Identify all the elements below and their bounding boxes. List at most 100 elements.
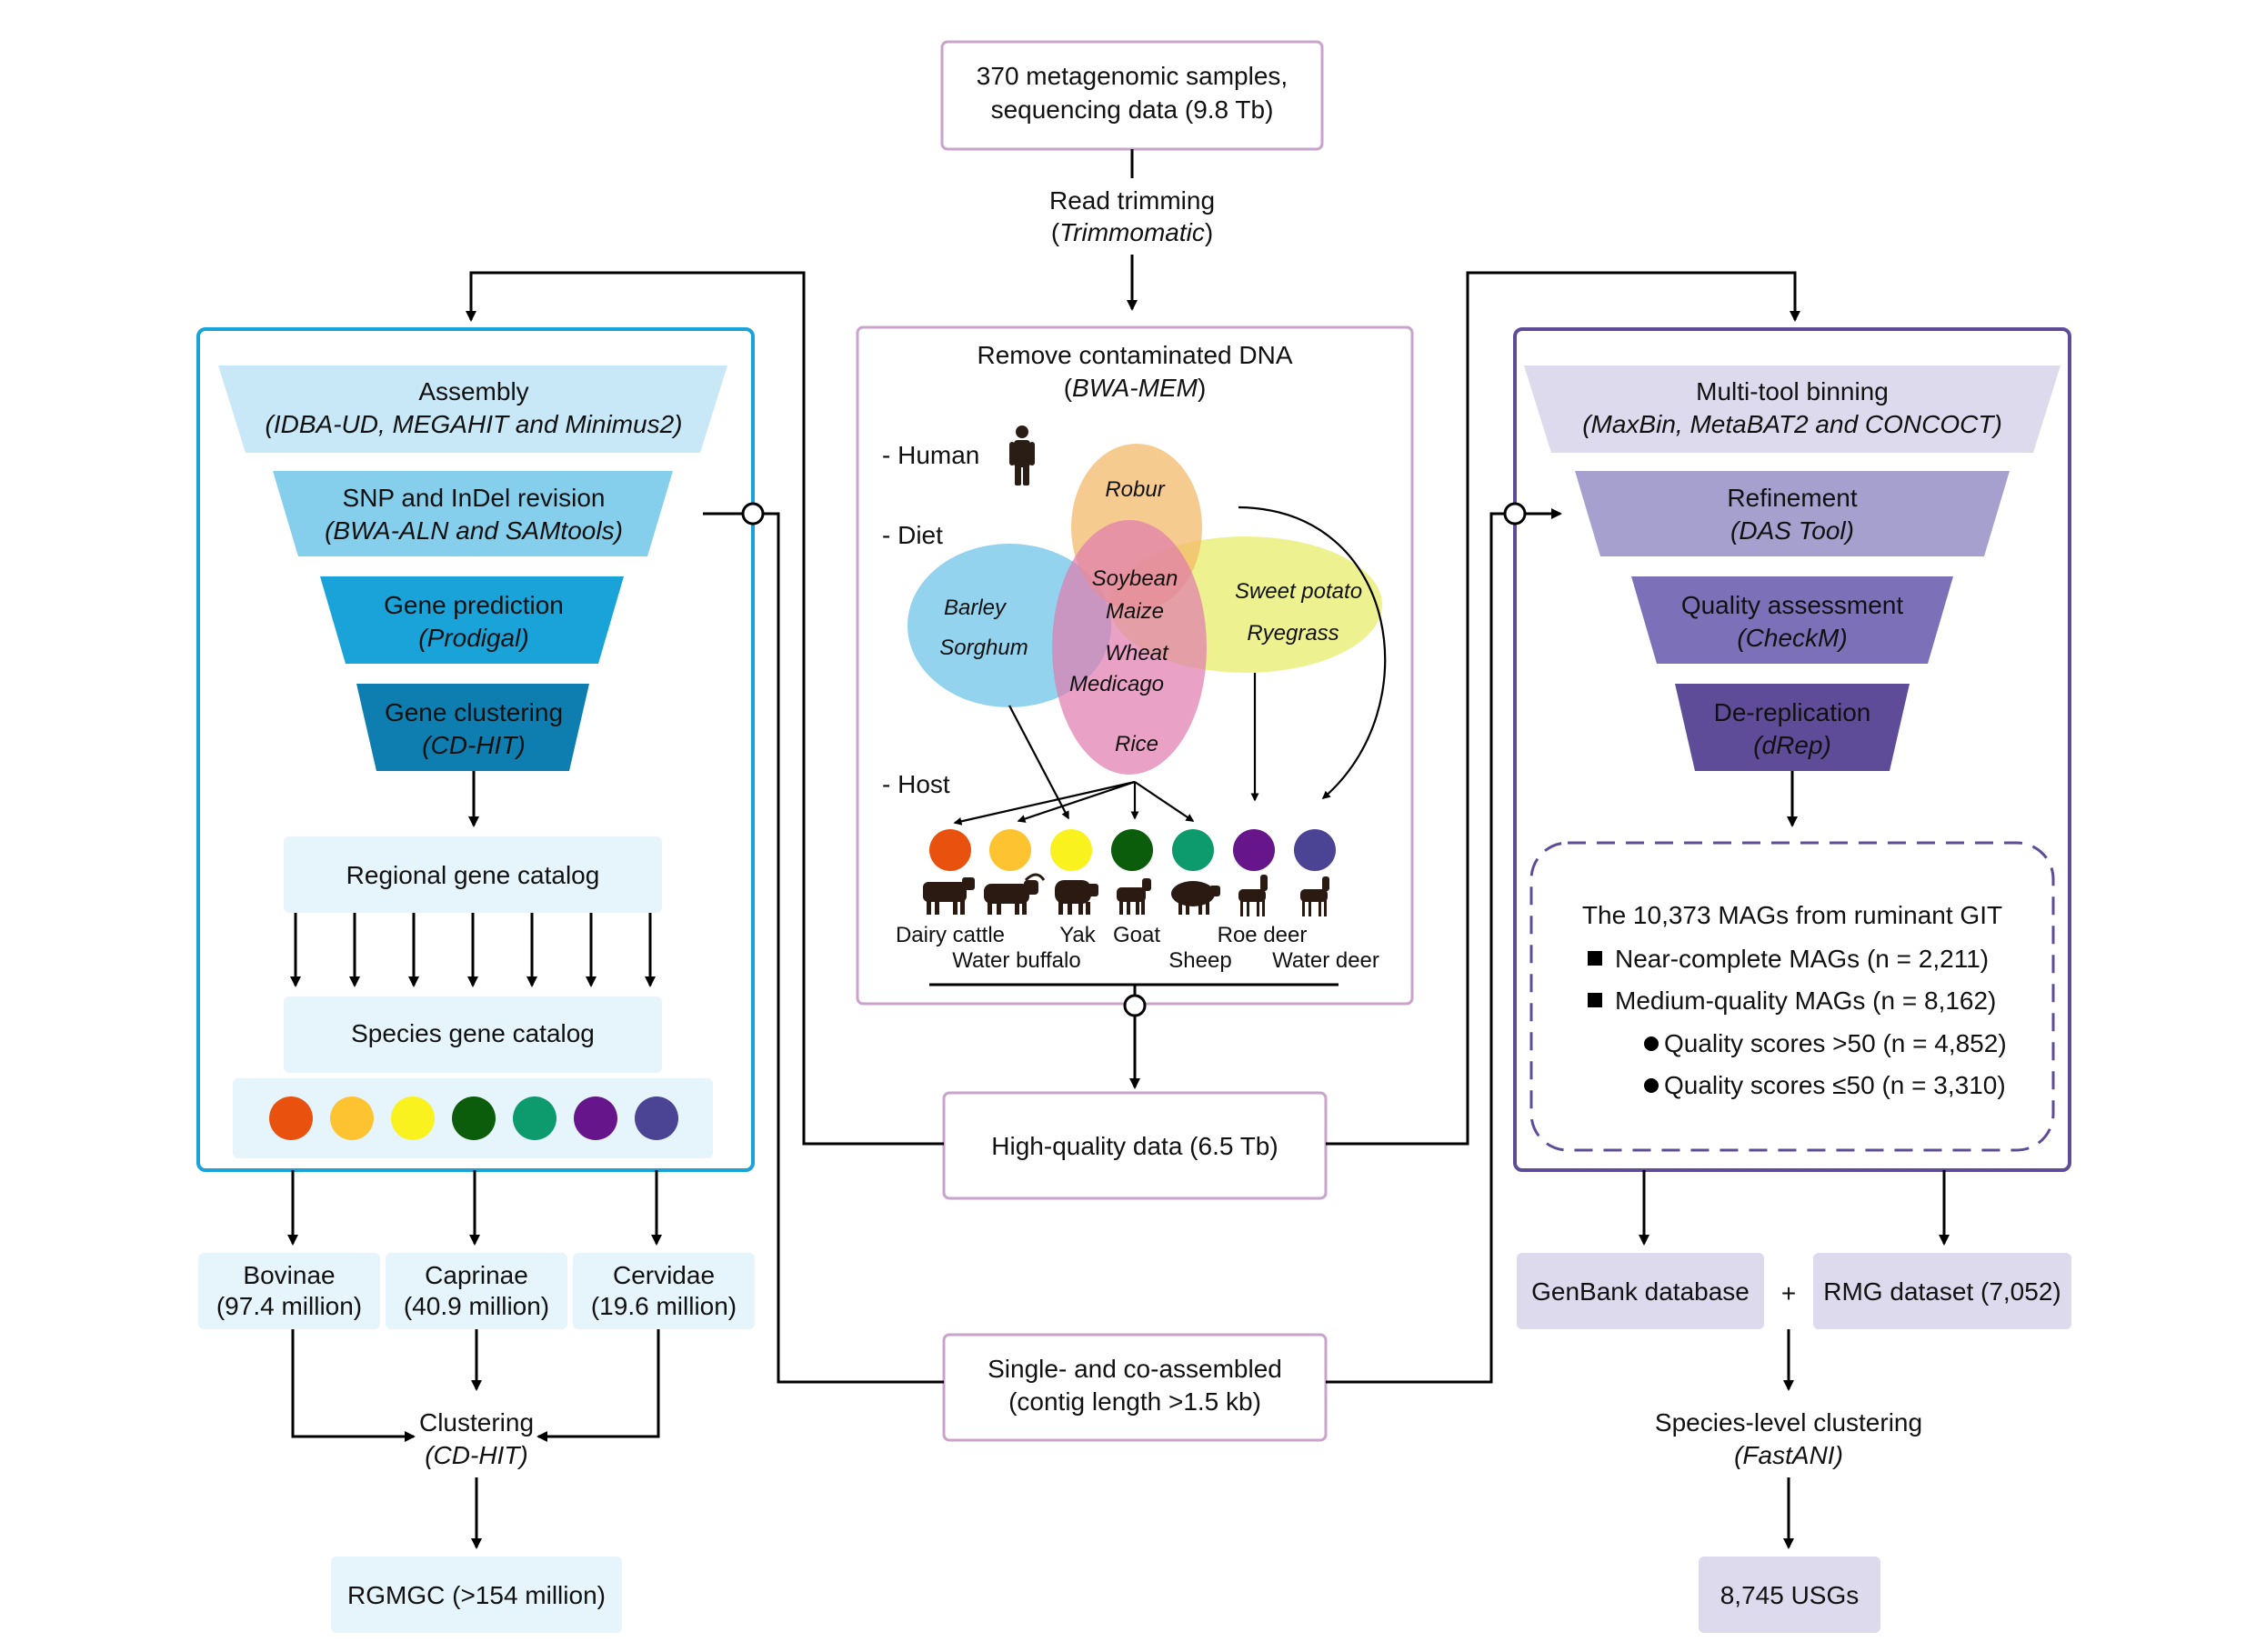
venn-robur: Robur [1105,477,1165,502]
gene-prediction-tool: (Prodigal) [418,624,528,652]
human-icon [1009,426,1035,486]
db-arrows [1639,1170,1950,1246]
derep-title: De-replication [1714,698,1871,726]
funnel-assembly [218,365,727,453]
bovinae-count: (97.4 million) [216,1292,362,1320]
binning-funnel: Multi-tool binning (MaxBin, MetaBAT2 and… [1524,365,2060,771]
rgmgc-label: RGMGC (>154 million) [347,1581,606,1609]
usgs-label: 8,745 USGs [1720,1581,1860,1609]
round-bullet-2 [1644,1078,1659,1093]
samples-line-1: 370 metagenomic samples, [977,62,1288,90]
clustering-label: Clustering [419,1408,534,1437]
funnel-quality-assessment [1631,576,1953,664]
diet-label: - Diet [882,521,943,549]
remove-title: Remove contaminated DNA [977,341,1292,369]
roe-deer-icon [1238,875,1268,916]
host-circle-water-deer [1294,829,1336,871]
animal-silhouettes [923,873,1329,916]
venn-rice: Rice [1115,732,1158,756]
samples-box: 370 metagenomic samples, sequencing data… [940,40,1324,151]
host-circle-roe-deer [1233,829,1275,871]
subfamily-arrows [287,1170,662,1246]
host-sheep: Sheep [1168,948,1231,973]
trim-tool: (Trimmomatic) [1051,218,1213,246]
regional-catalog-label: Regional gene catalog [346,861,600,889]
venn-sweet-potato: Sweet potato [1235,579,1362,604]
venn-medicago: Medicago [1069,672,1164,696]
assembled-box: Single- and co-assembled (contig length … [942,1333,1328,1442]
rmg-box [1813,1253,2071,1329]
qs-above-label: Quality scores >50 (n = 4,852) [1664,1029,2007,1057]
venn-ryegrass: Ryegrass [1247,621,1339,646]
genbank-label: GenBank database [1531,1277,1750,1306]
funnel-binning [1524,365,2060,453]
plus-sign: + [1781,1279,1796,1307]
rmg-label: RMG dataset (7,052) [1823,1277,2060,1306]
clustering-arrows [291,1329,660,1442]
venn-barley: Barley [944,596,1008,620]
trim-label: Read trimming [1049,186,1215,215]
funnel-dereplication [1675,684,1910,771]
assembled-line-2: (contig length >1.5 kb) [1008,1387,1261,1416]
remove-tool: (BWA-MEM) [1064,374,1207,402]
species-catalog-box [284,996,662,1073]
mags-title: The 10,373 MAGs from ruminant GIT [1582,901,2002,929]
caprinae-box [386,1253,567,1329]
fastani-label: (FastANI) [1734,1441,1843,1469]
square-bullet-1 [1588,951,1602,966]
host-yak: Yak [1059,923,1097,947]
refinement-tool: (DAS Tool) [1730,516,1854,545]
qa-title: Quality assessment [1681,591,1904,619]
catalog-arrows [290,913,656,987]
square-bullet-2 [1588,993,1602,1007]
gene-clustering-title: Gene clustering [385,698,563,726]
caprinae-count: (40.9 million) [404,1292,549,1320]
buffalo-icon [984,873,1046,915]
human-label: - Human [882,441,979,469]
hq-data-label: High-quality data (6.5 Tb) [991,1132,1278,1160]
usgs-box [1699,1557,1880,1633]
assembly-funnel: Assembly (IDBA-UD, MEGAHIT and Minimus2)… [218,365,727,771]
junction-node-left [741,502,765,526]
host-dairy-cattle: Dairy cattle [896,923,1005,947]
host-circle-goat [1111,829,1153,871]
water-deer-icon [1300,876,1329,916]
host-label: - Host [882,770,950,798]
snp-tools: (BWA-ALN and SAMtools) [325,516,623,545]
cervidae-count: (19.6 million) [591,1292,737,1320]
venn-sorghum: Sorghum [939,636,1028,660]
host-circle-water-buffalo [989,829,1031,871]
remove-contaminated-box: Remove contaminated DNA (BWA-MEM) - Huma… [856,325,1414,1006]
qs-below-label: Quality scores ≤50 (n = 3,310) [1664,1071,2006,1099]
venn-wheat: Wheat [1105,641,1169,666]
snp-title: SNP and InDel revision [343,484,606,512]
gene-clustering-tool: (CD-HIT) [422,731,526,759]
qa-tool: (CheckM) [1737,624,1847,652]
rgmgc-box [331,1557,622,1633]
funnel-snp [273,471,673,556]
junction-node-center [1123,994,1147,1017]
species-catalog-label: Species gene catalog [351,1019,595,1047]
funnel-gene-clustering [356,684,589,771]
cattle-icon [923,877,975,915]
host-circle-yak [1050,829,1092,871]
funnel-refinement [1575,471,2010,556]
sheep-icon [1171,881,1220,915]
near-complete-label: Near-complete MAGs (n = 2,211) [1615,945,1989,973]
refinement-title: Refinement [1727,484,1857,512]
clustering-tool: (CD-HIT) [425,1441,528,1469]
caprinae-label: Caprinae [425,1261,528,1289]
derep-tool: (dRep) [1753,731,1831,759]
assembly-tools: (IDBA-UD, MEGAHIT and Minimus2) [266,410,683,438]
cervidae-label: Cervidae [613,1261,715,1289]
venn-pink [1052,520,1207,775]
diet-host-arrows [953,506,1387,826]
genbank-box [1517,1253,1764,1329]
species-color-circles [269,1096,678,1140]
binning-tools: (MaxBin, MetaBAT2 and CONCOCT) [1582,410,2002,438]
mags-box [1529,841,2055,1152]
assembly-title: Assembly [418,377,528,405]
goat-icon [1117,878,1151,915]
samples-line-2: sequencing data (9.8 Tb) [991,95,1274,124]
host-circle-dairy-cattle [929,829,971,871]
